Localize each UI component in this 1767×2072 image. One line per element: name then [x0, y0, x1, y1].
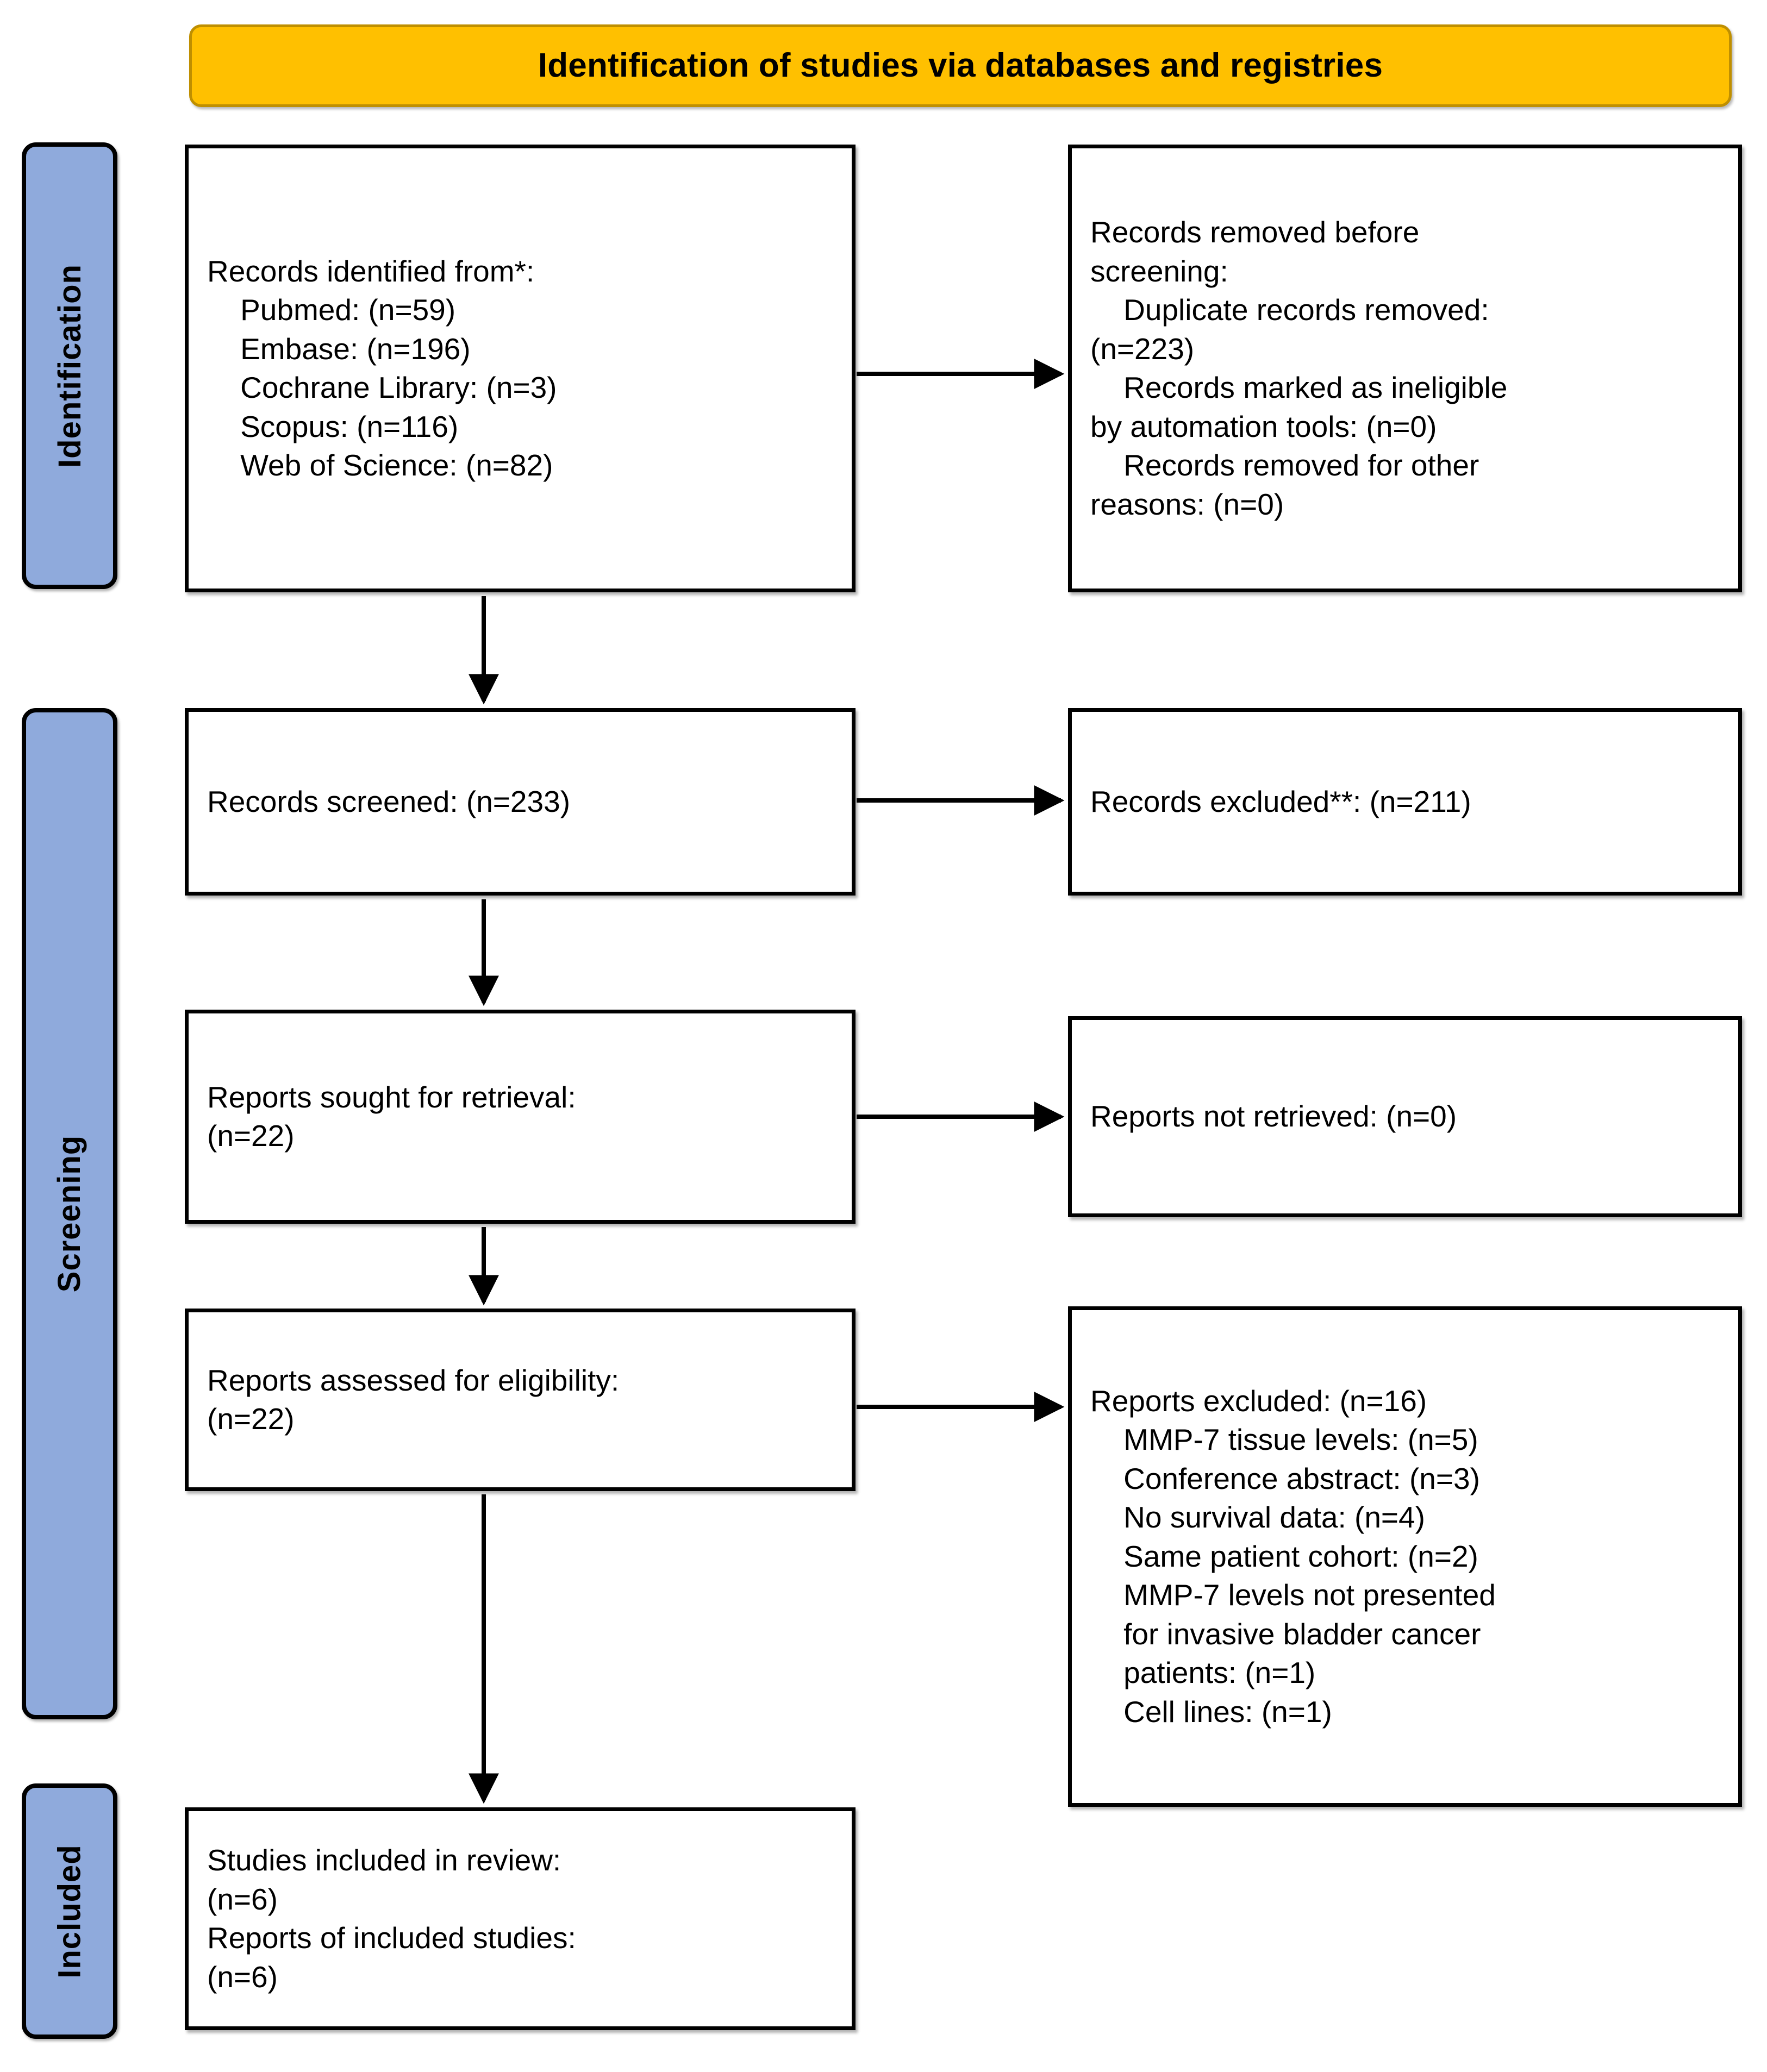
box-reports-assessed-for-eligibility: Reports assessed for eligibility: (n=22)	[185, 1309, 856, 1491]
box-records-identified: Records identified from*: Pubmed: (n=59)…	[185, 145, 856, 592]
stage-label-screening: Screening	[52, 1135, 88, 1293]
box-reports-excluded: Reports excluded: (n=16) MMP-7 tissue le…	[1068, 1306, 1742, 1807]
box-reports-sought-text: Reports sought for retrieval: (n=22)	[207, 1080, 576, 1153]
stage-bar-identification: Identification	[22, 142, 117, 589]
box-records-excluded: Records excluded**: (n=211)	[1068, 708, 1742, 896]
box-studies-included-text: Studies included in review: (n=6) Report…	[207, 1843, 576, 1994]
box-records-removed-before-screening: Records removed before screening: Duplic…	[1068, 145, 1742, 592]
box-studies-included-in-review: Studies included in review: (n=6) Report…	[185, 1807, 856, 2030]
box-reports-assessed-text: Reports assessed for eligibility: (n=22)	[207, 1363, 620, 1436]
stage-bar-included: Included	[22, 1783, 117, 2039]
stage-bar-screening: Screening	[22, 708, 117, 1719]
box-reports-sought-for-retrieval: Reports sought for retrieval: (n=22)	[185, 1010, 856, 1224]
box-records-screened: Records screened: (n=233)	[185, 708, 856, 896]
box-reports-not-retrieved-text: Reports not retrieved: (n=0)	[1090, 1099, 1457, 1134]
box-records-removed-text: Records removed before screening: Duplic…	[1090, 215, 1508, 521]
box-records-screened-text: Records screened: (n=233)	[207, 784, 571, 818]
box-reports-not-retrieved: Reports not retrieved: (n=0)	[1068, 1016, 1742, 1217]
box-records-identified-text: Records identified from*: Pubmed: (n=59)…	[207, 254, 557, 483]
stage-label-identification: Identification	[52, 264, 88, 468]
header-title: Identification of studies via databases …	[538, 47, 1383, 85]
header-banner: Identification of studies via databases …	[189, 24, 1732, 107]
stage-label-included: Included	[52, 1844, 88, 1979]
box-reports-excluded-text: Reports excluded: (n=16) MMP-7 tissue le…	[1090, 1384, 1496, 1729]
box-records-excluded-text: Records excluded**: (n=211)	[1090, 784, 1471, 818]
